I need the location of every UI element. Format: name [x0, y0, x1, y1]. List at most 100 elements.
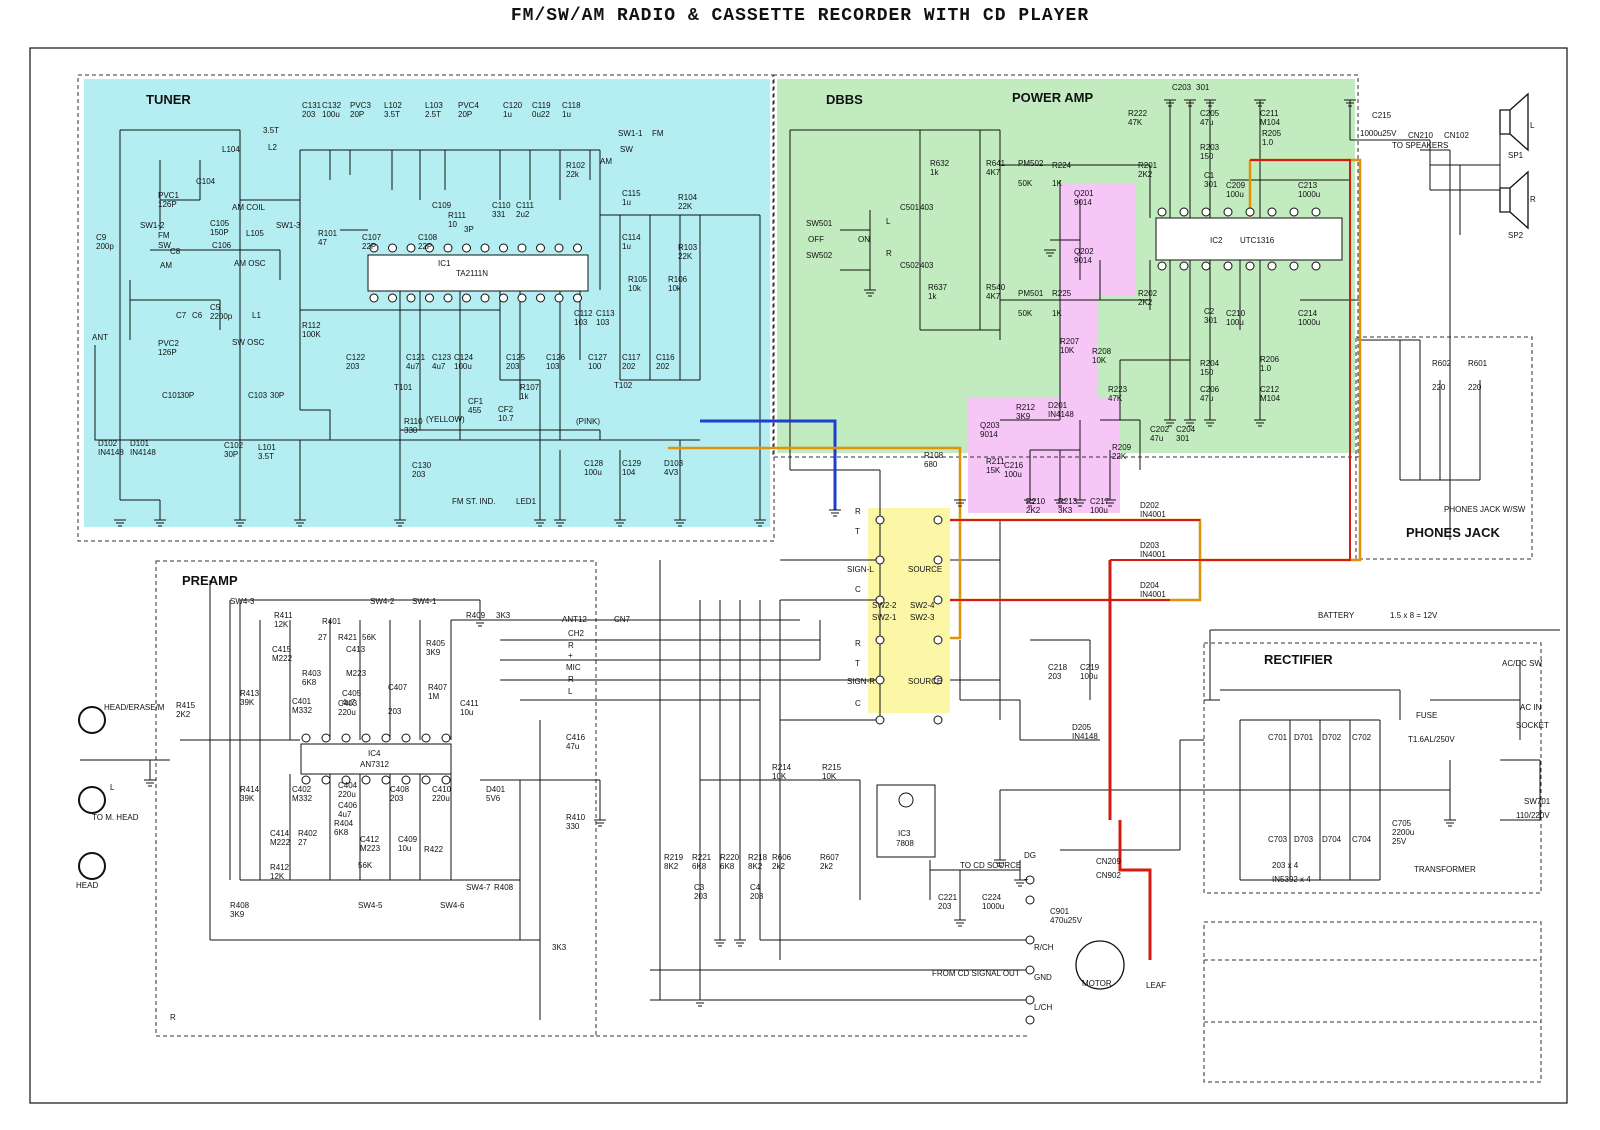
right-section-label: D704: [1322, 835, 1342, 844]
power-amp-label: 403: [920, 261, 934, 270]
tuner-label: T102: [614, 381, 633, 390]
connector-pin: [1025, 995, 1035, 1005]
tuner-label: FM: [158, 231, 170, 240]
connector-pin: [1245, 207, 1255, 217]
tuner-label: C8: [170, 247, 181, 256]
bottom-section-label: +: [568, 651, 573, 660]
tuner-label: L2: [268, 143, 277, 152]
connector-pin: [301, 733, 311, 743]
wiring: [78, 92, 1560, 1025]
speaker-sp1: [1499, 92, 1529, 152]
right-section-label: SP1: [1508, 151, 1524, 160]
connector-pin: [554, 293, 564, 303]
preamp-label: SW4-5: [358, 901, 383, 910]
connector-pin: [573, 243, 582, 253]
red-leaf-wire: [1118, 820, 1152, 960]
right-section-label: 220: [1432, 383, 1446, 392]
bottom-section-label: CN209: [1096, 857, 1121, 866]
section-power-amp: POWER AMP: [1012, 90, 1093, 105]
power-amp-label: R225: [1052, 289, 1072, 298]
tuner-label: AM OSC: [234, 259, 266, 268]
ground-symbol: [1444, 819, 1456, 827]
power-amp-label: C501: [900, 203, 920, 212]
connector-pin: [1025, 875, 1035, 885]
connector-pin: [425, 293, 434, 303]
bottom-section-label: GND: [1034, 973, 1052, 982]
right-section-label: D701: [1294, 733, 1314, 742]
connector-pin: [1289, 207, 1299, 217]
connector-pin: [381, 775, 391, 785]
connector-pin: [499, 243, 508, 253]
bottom-section-label: R: [568, 675, 574, 684]
connector-pin: [421, 775, 431, 785]
connector-pin: [321, 775, 331, 785]
power-amp-label: 50K: [1018, 179, 1033, 188]
ground-symbol: [1204, 99, 1216, 107]
switch-label: C: [855, 699, 861, 708]
connector-pin: [875, 515, 885, 525]
tuner-label: L104: [222, 145, 240, 154]
right-section-label: AC/DC SW: [1502, 659, 1542, 668]
power-amp-label: 50K: [1018, 309, 1033, 318]
connector-pin: [1025, 895, 1035, 905]
tuner-label: T101: [394, 383, 413, 392]
ground-symbol: [534, 519, 546, 527]
tuner-label: SW: [158, 241, 171, 250]
tuner-label: AM: [600, 157, 612, 166]
connector-pin: [1223, 261, 1233, 271]
connector-pin: [875, 675, 885, 685]
ground-symbol: [1184, 419, 1196, 427]
connector-pin: [1025, 935, 1035, 945]
tuner-label: L105: [246, 229, 264, 238]
bottom-section-label: R: [568, 641, 574, 650]
tuner-label: C106: [212, 241, 232, 250]
connector-pin: [499, 293, 508, 303]
connector-pin: [933, 595, 943, 605]
bottom-section-label: +: [1024, 875, 1029, 884]
connector-pin: [536, 293, 545, 303]
ground-symbol: [234, 519, 246, 527]
power-amp-label: 301: [1196, 83, 1210, 92]
ground-symbol: [994, 859, 1006, 867]
svg-text:IC1: IC1: [438, 259, 451, 268]
svg-text:AN7312: AN7312: [360, 760, 389, 769]
connector-pin: [1245, 261, 1255, 271]
tuner-label: ANT: [92, 333, 108, 342]
ground-symbol: [594, 819, 606, 827]
bottom-section-label: R/CH: [1034, 943, 1054, 952]
connector-pin: [517, 243, 527, 253]
section-tuner: TUNER: [146, 92, 191, 107]
ground-symbol: [734, 939, 746, 947]
power-amp-label: 1K: [1052, 179, 1062, 188]
connector-pin: [1157, 207, 1167, 217]
